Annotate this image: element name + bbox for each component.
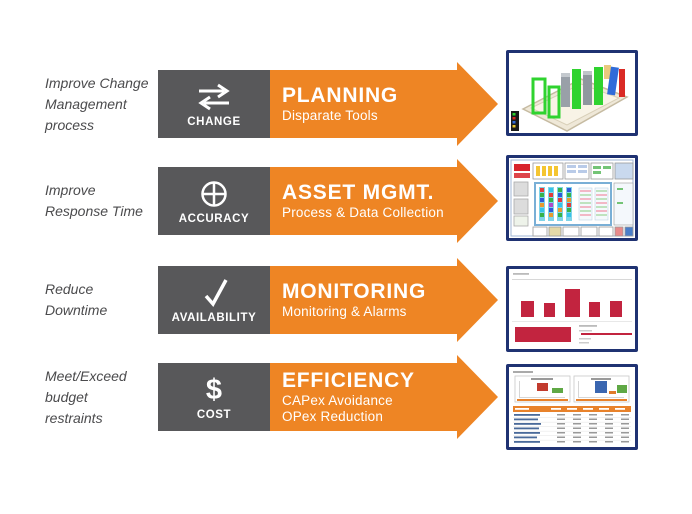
category-label: CHANGE — [187, 116, 241, 128]
row-planning: Improve Change Management process CHANGE… — [0, 50, 692, 146]
arrow-title: ASSET MGMT. — [282, 180, 435, 204]
3d-datacenter-room-image — [509, 53, 635, 133]
checkmark-icon — [198, 276, 230, 310]
arrow-asset-mgmt: ASSET MGMT. Process & Data Collection — [270, 167, 458, 235]
planning-thumbnail — [506, 50, 638, 136]
dollar-icon: $ — [206, 373, 222, 407]
arrow-head — [457, 62, 498, 146]
arrow-title: PLANNING — [282, 83, 399, 107]
row-efficiency: Meet/Exceed budget restraints $ COST EFF… — [0, 355, 692, 450]
arrow-planning: PLANNING Disparate Tools — [270, 70, 458, 138]
row-asset-mgmt: Improve Response Time ACCURACY ASSET MGM… — [0, 155, 692, 243]
row-monitoring: Reduce Downtime AVAILABILITY MONITORING … — [0, 258, 692, 352]
swap-arrows-icon — [195, 80, 233, 114]
monitoring-thumbnail — [506, 266, 638, 352]
category-box-accuracy: ACCURACY — [158, 167, 270, 235]
target-icon — [199, 177, 229, 211]
floor-plan-image — [509, 158, 635, 238]
dollar-glyph: $ — [205, 374, 223, 406]
benefit-text: Improve Change Management process — [45, 74, 149, 133]
arrow-subtitle: Process & Data Collection — [282, 204, 444, 220]
arrow-subtitle: Monitoring & Alarms — [282, 303, 407, 319]
category-label: AVAILABILITY — [171, 312, 257, 324]
category-label: ACCURACY — [178, 213, 250, 225]
category-box-cost: $ COST — [158, 363, 270, 431]
asset-mgmt-thumbnail — [506, 155, 638, 241]
arrow-monitoring: MONITORING Monitoring & Alarms — [270, 266, 458, 334]
category-box-change: CHANGE — [158, 70, 270, 138]
efficiency-thumbnail — [506, 364, 638, 450]
benefit-text: Improve Response Time — [45, 182, 143, 219]
arrow-subtitle: Disparate Tools — [282, 107, 378, 123]
arrow-subtitle: CAPex Avoidance OPex Reduction — [282, 392, 393, 425]
benefit-text: Reduce Downtime — [45, 281, 108, 318]
report-table-image — [509, 367, 635, 447]
arrow-efficiency: EFFICIENCY CAPex Avoidance OPex Reductio… — [270, 363, 458, 431]
arrow-title: EFFICIENCY — [282, 368, 415, 392]
category-label: COST — [196, 409, 232, 421]
category-box-availability: AVAILABILITY — [158, 266, 270, 334]
arrow-head — [457, 355, 498, 439]
bar-chart-dashboard-image — [509, 269, 635, 349]
arrow-head — [457, 159, 498, 243]
benefit-text: Meet/Exceed budget restraints — [45, 367, 127, 426]
arrow-head — [457, 258, 498, 342]
arrow-title: MONITORING — [282, 279, 427, 303]
